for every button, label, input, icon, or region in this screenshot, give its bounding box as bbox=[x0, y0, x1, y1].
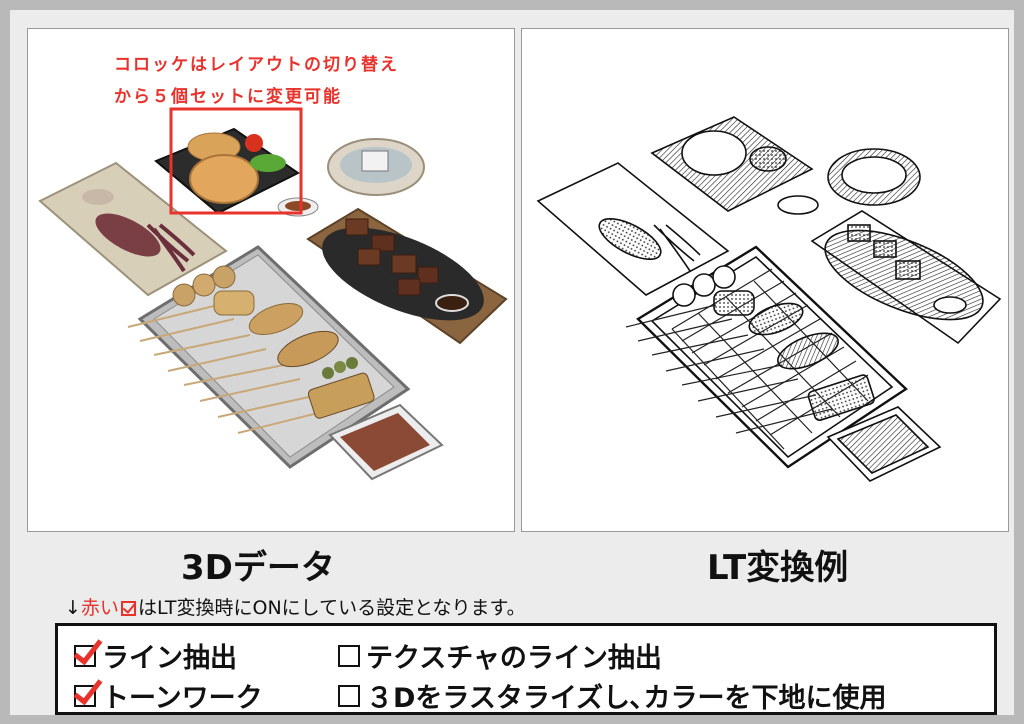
caption-3d-data: 3Dデータ bbox=[181, 548, 335, 588]
option-texture-line-extraction[interactable]: テクスチャのライン抽出 bbox=[338, 636, 662, 675]
unchecked-checkbox-icon[interactable] bbox=[338, 644, 360, 667]
option-rasterize-3d[interactable]: ３Dをラスタライズし､カラーを下地に使用 bbox=[338, 676, 887, 715]
note-line-1: コロッケはレイアウトの切り替え bbox=[114, 55, 399, 75]
caption-lt-example: LT変換例 bbox=[707, 548, 849, 588]
option-tone-work[interactable]: トーンワーク bbox=[74, 676, 263, 715]
red-checkbox-icon bbox=[120, 601, 136, 616]
lt-settings-box: ライン抽出 トーンワーク テクスチャのライン抽出 ３Dをラスタライズし､カラーを… bbox=[55, 623, 997, 715]
option-line-extraction[interactable]: ライン抽出 bbox=[74, 636, 237, 675]
illustration-sheet: コロッケはレイアウトの切り替え から５個セットに変更可能 bbox=[10, 10, 1014, 715]
unchecked-checkbox-icon[interactable] bbox=[338, 684, 360, 707]
checked-checkbox-icon[interactable] bbox=[74, 644, 96, 667]
red-label: 赤い bbox=[80, 597, 119, 619]
option-label: トーンワーク bbox=[102, 683, 263, 714]
panel-3d-data: コロッケはレイアウトの切り替え から５個セットに変更可能 bbox=[27, 28, 515, 532]
panel-lt-conversion bbox=[521, 28, 1009, 532]
3d-food-render bbox=[38, 107, 508, 481]
checked-checkbox-icon[interactable] bbox=[74, 684, 96, 707]
option-label: ３Dをラスタライズし､カラーを下地に使用 bbox=[366, 683, 887, 714]
settings-note-text: はLT変換時にONにしている設定となります。 bbox=[137, 597, 526, 619]
note-line-2: から５個セットに変更可能 bbox=[114, 87, 342, 107]
settings-note: ↓赤いはLT変換時にONにしている設定となります。 bbox=[65, 593, 526, 620]
lt-lineart-render bbox=[536, 116, 1002, 482]
option-label: テクスチャのライン抽出 bbox=[366, 643, 662, 674]
croquette-layout-note: コロッケはレイアウトの切り替え から５個セットに変更可能 bbox=[114, 49, 399, 113]
option-label: ライン抽出 bbox=[102, 643, 237, 674]
down-arrow-icon: ↓ bbox=[65, 597, 81, 619]
